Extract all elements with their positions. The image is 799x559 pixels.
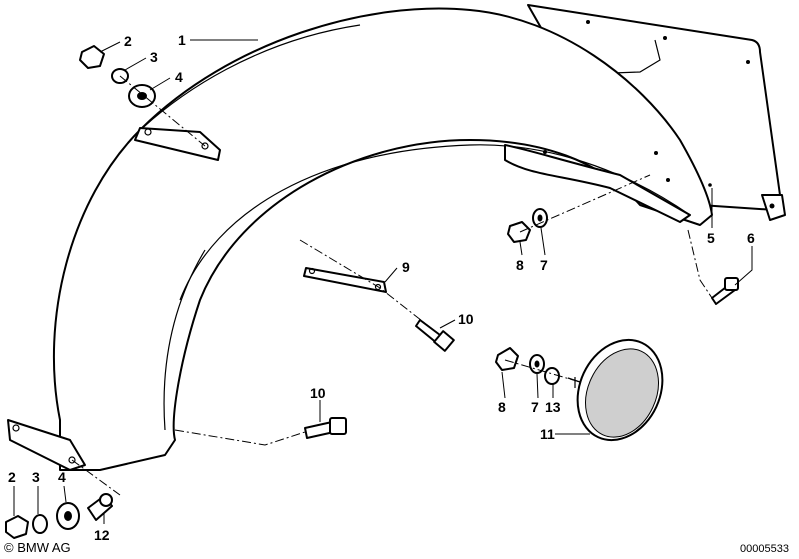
rubber-4-bottom bbox=[56, 502, 80, 530]
sleeve-12 bbox=[87, 493, 113, 521]
bolt-6 bbox=[711, 277, 739, 305]
nut-8-upper bbox=[507, 221, 531, 243]
callout-13: 13 bbox=[545, 399, 561, 415]
callout-4-top: 4 bbox=[175, 69, 183, 85]
callout-7-upper: 7 bbox=[540, 257, 548, 273]
nut-8-lower bbox=[495, 347, 519, 371]
strut bbox=[303, 267, 387, 293]
washer-7-lower bbox=[529, 354, 545, 374]
callout-1: 1 bbox=[178, 32, 186, 48]
nut-2-top bbox=[79, 45, 105, 69]
nut-2-bottom bbox=[5, 515, 29, 539]
callout-3-bottom: 3 bbox=[32, 469, 40, 485]
callout-4-bottom: 4 bbox=[58, 469, 66, 485]
leader-lines bbox=[13, 39, 753, 524]
washer-7-upper bbox=[532, 208, 548, 228]
callout-8-upper: 8 bbox=[516, 257, 524, 273]
callout-7-lower: 7 bbox=[531, 399, 539, 415]
callout-12: 12 bbox=[94, 527, 110, 543]
rear-fender bbox=[7, 7, 713, 471]
callout-9: 9 bbox=[402, 259, 410, 275]
callout-5: 5 bbox=[707, 230, 715, 246]
callout-2-bottom: 2 bbox=[8, 469, 16, 485]
washer-3-bottom bbox=[32, 514, 48, 534]
rubber-4-top bbox=[128, 84, 156, 108]
callout-10-lower: 10 bbox=[310, 385, 326, 401]
bolt-upper bbox=[415, 319, 455, 352]
reflector bbox=[567, 338, 664, 442]
callout-6: 6 bbox=[747, 230, 755, 246]
callout-10-upper: 10 bbox=[458, 311, 474, 327]
spacer-13 bbox=[544, 367, 560, 385]
document-number: 00005533 bbox=[740, 543, 789, 555]
assembly-lines bbox=[71, 75, 713, 496]
callout-2-top: 2 bbox=[124, 33, 132, 49]
callout-8-lower: 8 bbox=[498, 399, 506, 415]
callout-11: 11 bbox=[540, 426, 555, 442]
copyright-text: © BMW AG bbox=[4, 540, 71, 555]
callout-3-top: 3 bbox=[150, 49, 158, 65]
bolt-lower bbox=[304, 417, 347, 439]
